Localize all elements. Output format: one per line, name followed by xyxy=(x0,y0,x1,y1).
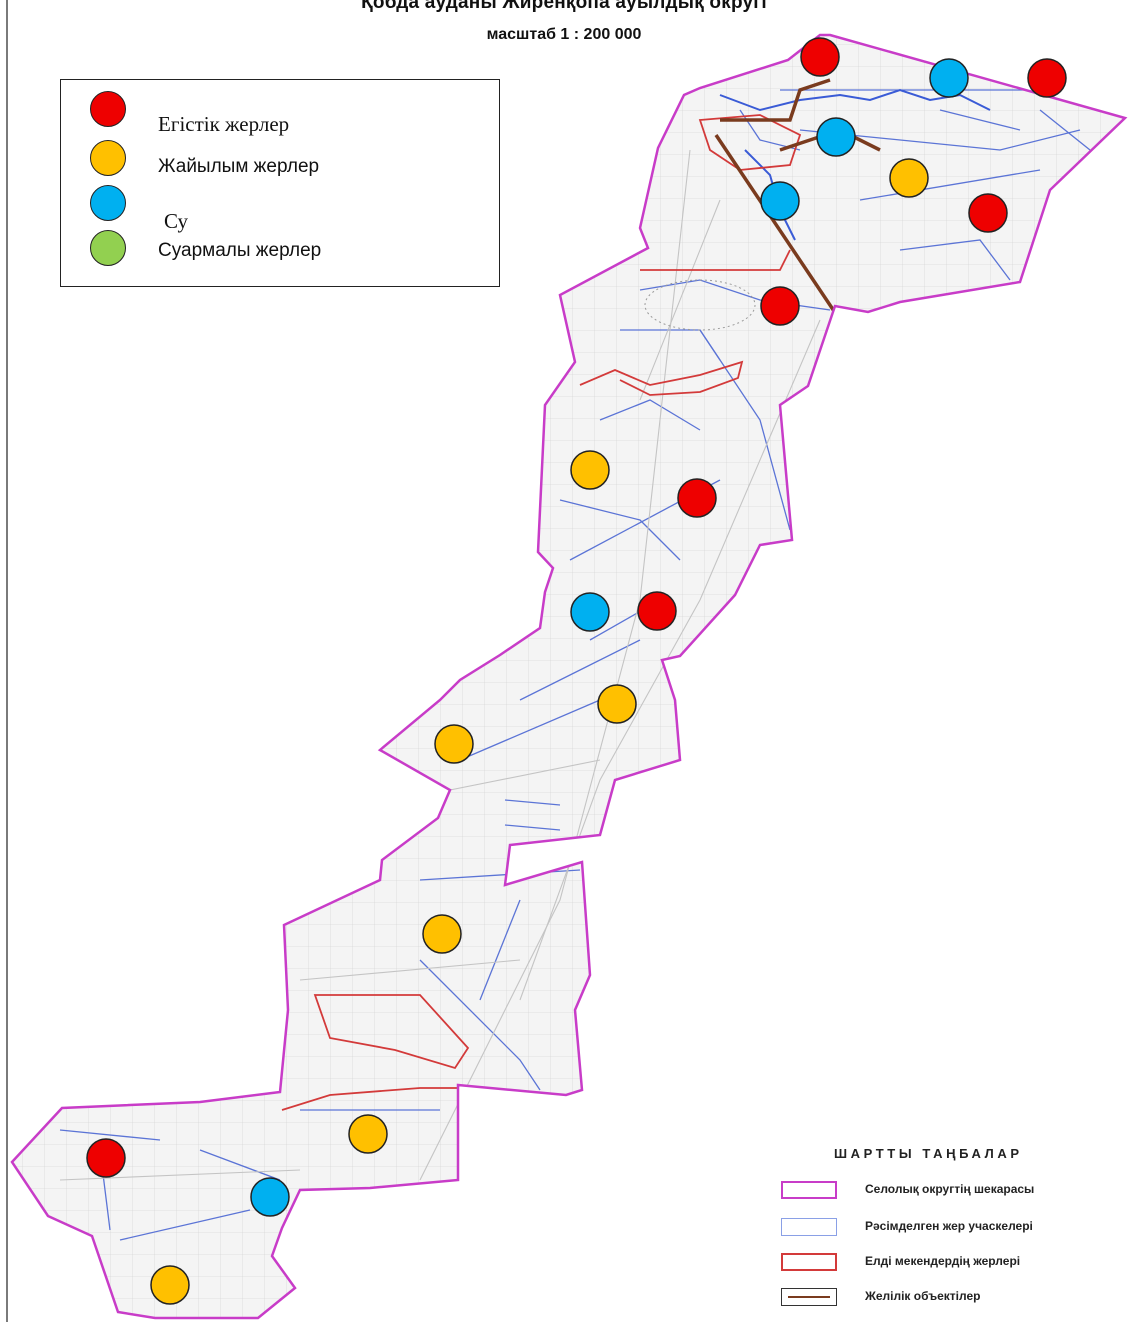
water-circle-icon xyxy=(90,185,126,221)
conventions-label-boundary: Селолық округтің шекарасы xyxy=(865,1182,1035,1196)
arable-marker-icon xyxy=(677,478,717,518)
pasture-marker-icon xyxy=(150,1265,190,1305)
arable-marker-icon xyxy=(637,591,677,631)
conventions-label-linear: Желілік объектілер xyxy=(865,1289,981,1303)
legend-item-water: Су xyxy=(61,178,501,233)
legend-label-water: Су xyxy=(164,209,188,233)
pasture-marker-icon xyxy=(570,450,610,490)
land-use-markers xyxy=(86,37,1067,1305)
water-marker-icon xyxy=(570,592,610,632)
legend-label-arable: Егістік жерлер xyxy=(158,112,290,136)
legend-item-pasture: Жайылым жерлер xyxy=(61,134,501,177)
boundary-outline-icon xyxy=(781,1181,837,1199)
district-boundary xyxy=(10,33,1128,1320)
water-marker-icon xyxy=(816,117,856,157)
pasture-marker-icon xyxy=(434,724,474,764)
linear-object-icon xyxy=(781,1288,837,1306)
water-marker-icon xyxy=(250,1177,290,1217)
irrigated-land-circle-icon xyxy=(90,230,126,266)
map-frame-left-edge xyxy=(6,0,8,1322)
pasture-land-circle-icon xyxy=(90,140,126,176)
legend: Егістік жерлер Жайылым жерлер Су Суармал… xyxy=(60,79,500,287)
conventions-title: ШАРТТЫ ТАҢБАЛАР xyxy=(834,1146,1023,1161)
map-title: Қобда ауданы Жиренқопа ауылдық округі xyxy=(361,0,767,13)
legend-label-pasture: Жайылым жерлер xyxy=(158,156,320,177)
parcel-outline-icon xyxy=(781,1218,837,1236)
arable-land-circle-icon xyxy=(90,91,126,127)
pasture-marker-icon xyxy=(597,684,637,724)
conventions-row-parcels: Рәсімделген жер учаскелері xyxy=(778,1215,1108,1241)
legend-item-irrigated: Суармалы жерлер xyxy=(61,222,501,266)
arable-marker-icon xyxy=(1027,58,1067,98)
conventions-label-settlement: Елді мекендердің жерлері xyxy=(865,1254,1021,1268)
pasture-marker-icon xyxy=(889,158,929,198)
conventions-label-parcels: Рәсімделген жер учаскелері xyxy=(865,1219,1033,1233)
settlement-outline-icon xyxy=(781,1253,837,1271)
arable-marker-icon xyxy=(968,193,1008,233)
pasture-marker-icon xyxy=(348,1114,388,1154)
conventions-row-boundary: Селолық округтің шекарасы xyxy=(778,1178,1108,1204)
conventions-row-linear: Желілік объектілер xyxy=(778,1285,1108,1311)
legend-item-arable: Егістік жерлер xyxy=(61,89,501,136)
pasture-marker-icon xyxy=(422,914,462,954)
water-marker-icon xyxy=(760,181,800,221)
conventions-row-settlement: Елді мекендердің жерлері xyxy=(778,1250,1108,1276)
arable-marker-icon xyxy=(800,37,840,77)
map-scale: масштаб 1 : 200 000 xyxy=(486,26,642,43)
legend-label-irrigated: Суармалы жерлер xyxy=(158,240,322,261)
water-marker-icon xyxy=(929,58,969,98)
map-conventions: ШАРТТЫ ТАҢБАЛАР Селолық округтің шекарас… xyxy=(778,1142,1108,1312)
arable-marker-icon xyxy=(86,1138,126,1178)
arable-marker-icon xyxy=(760,286,800,326)
